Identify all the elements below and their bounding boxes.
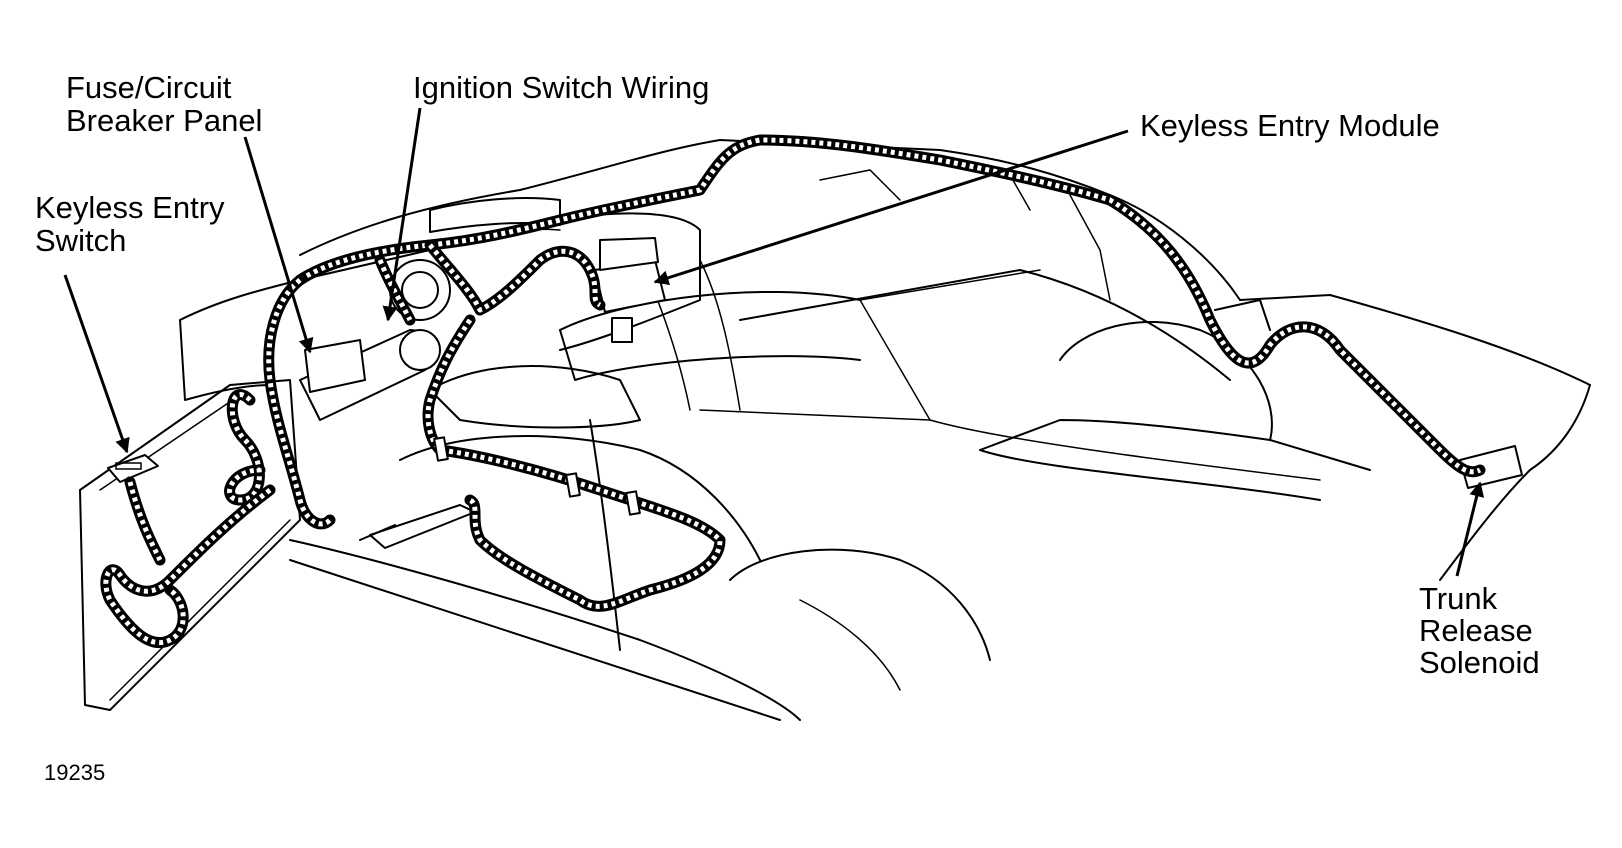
wiring-harness bbox=[100, 134, 1486, 649]
callout-labels: Fuse/Circuit Breaker Panel Ignition Swit… bbox=[35, 70, 1540, 785]
label-keyless-module: Keyless Entry Module bbox=[1140, 108, 1440, 143]
leader-lines bbox=[63, 107, 1485, 577]
leader-trunk-solenoid bbox=[1455, 481, 1485, 577]
leader-keyless-switch bbox=[63, 274, 130, 454]
leader-ignition-wiring bbox=[382, 107, 422, 322]
car-body-outline bbox=[79, 139, 1591, 721]
label-fuse-panel-line2: Breaker Panel bbox=[66, 103, 262, 138]
figure-number: 19235 bbox=[44, 760, 105, 785]
leader-fuse-panel bbox=[243, 136, 314, 354]
leader-keyless-module bbox=[653, 129, 1129, 286]
label-trunk-solenoid-line2: Release bbox=[1419, 613, 1533, 648]
label-ignition-wiring: Ignition Switch Wiring bbox=[413, 70, 709, 105]
label-trunk-solenoid-line3: Solenoid bbox=[1419, 645, 1540, 680]
label-trunk-solenoid-line1: Trunk bbox=[1419, 581, 1498, 616]
label-keyless-switch-line1: Keyless Entry bbox=[35, 190, 225, 225]
label-fuse-panel-line1: Fuse/Circuit bbox=[66, 70, 232, 105]
label-keyless-switch-line2: Switch bbox=[35, 223, 126, 258]
